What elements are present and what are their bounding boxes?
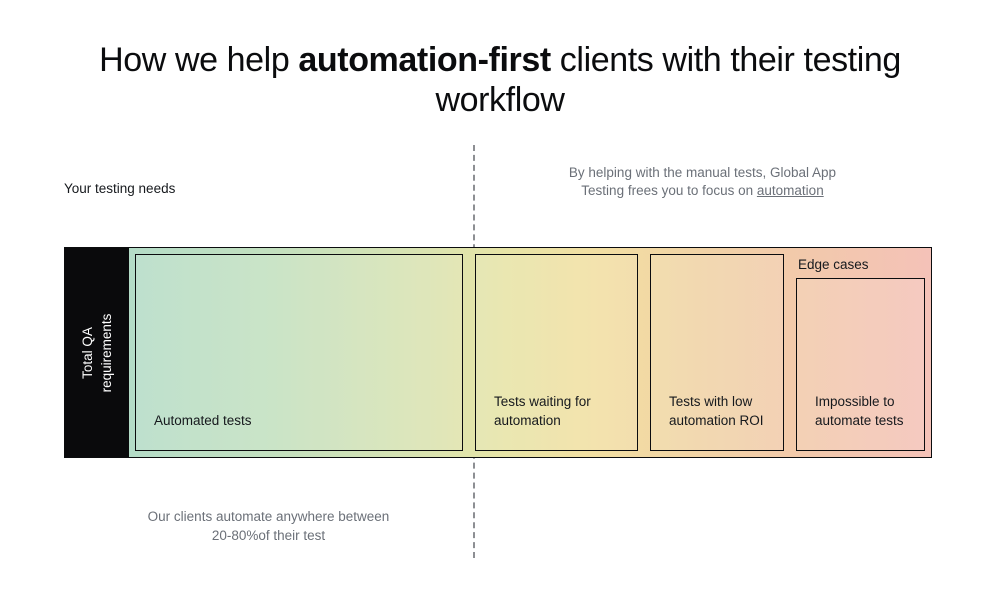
page-title-part2: clients with their testing workflow xyxy=(435,41,901,119)
sidebar-label-line2: requirements xyxy=(99,313,114,392)
segment-box: Tests with low automation ROI xyxy=(650,254,784,451)
bottom-caption: Our clients automate anywhere between 20… xyxy=(100,507,437,545)
segment-tests-with-low-automation-roi[interactable]: Tests with low automation ROI xyxy=(644,248,790,457)
left-caption-label: Your testing needs xyxy=(64,181,176,196)
right-caption-line1: By helping with the manual tests, Global… xyxy=(568,165,837,180)
sidebar-vertical-label: Total QA requirements xyxy=(78,313,116,392)
gradient-track: Automated tests Tests waiting for automa… xyxy=(129,248,931,457)
segment-box: Tests waiting for automation xyxy=(475,254,638,451)
segment-tests-waiting-for-automation[interactable]: Tests waiting for automation xyxy=(469,248,644,457)
bottom-caption-line2: 20-80%of their test xyxy=(211,528,326,543)
segment-label: Impossible to automate tests xyxy=(815,394,904,428)
segment-edge-cases[interactable]: Edge cases Impossible to automate tests xyxy=(790,248,931,457)
right-caption: By helping with the manual tests, Global… xyxy=(505,164,900,200)
automation-link[interactable]: automation xyxy=(756,183,824,198)
qa-requirements-bar: Total QA requirements Automated tests Te… xyxy=(64,247,932,458)
segment-automated-tests[interactable]: Automated tests xyxy=(129,248,469,457)
total-qa-requirements-sidebar: Total QA requirements xyxy=(65,248,129,457)
page-title: How we help automation-first clients wit… xyxy=(60,40,940,120)
page-title-part1: How we help xyxy=(99,41,299,79)
segment-header-label: Edge cases xyxy=(798,257,869,272)
segment-label: Automated tests xyxy=(154,413,252,428)
right-caption-line2-prefix: Testing frees you to focus on xyxy=(581,183,757,198)
segment-label: Tests with low automation ROI xyxy=(669,394,764,428)
sidebar-label-line1: Total QA xyxy=(80,326,95,379)
segment-box: Impossible to automate tests xyxy=(796,278,925,451)
bottom-caption-line1: Our clients automate anywhere between xyxy=(147,509,390,524)
segment-label: Tests waiting for automation xyxy=(494,394,591,428)
page-title-emphasis: automation-first xyxy=(298,41,551,79)
segment-box: Automated tests xyxy=(135,254,463,451)
